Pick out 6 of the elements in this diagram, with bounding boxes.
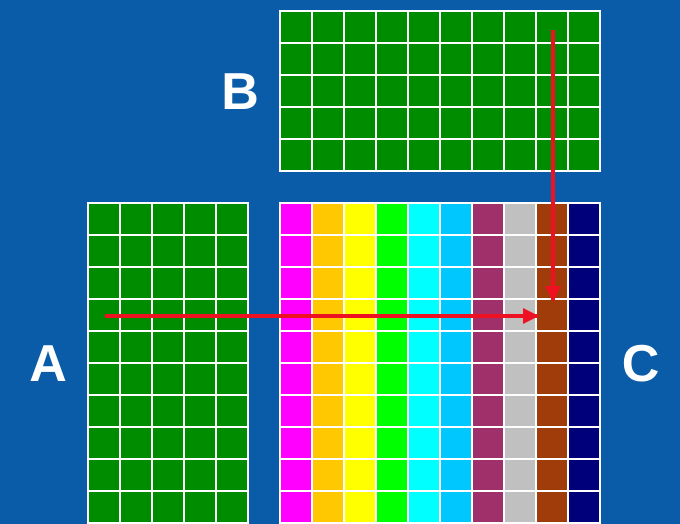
matrix-cell (537, 300, 567, 330)
arrow (545, 30, 561, 302)
matrix-label: C (622, 338, 660, 390)
matrix-label: B (221, 66, 259, 118)
arrow (105, 308, 539, 324)
matrix-label: A (29, 338, 67, 390)
